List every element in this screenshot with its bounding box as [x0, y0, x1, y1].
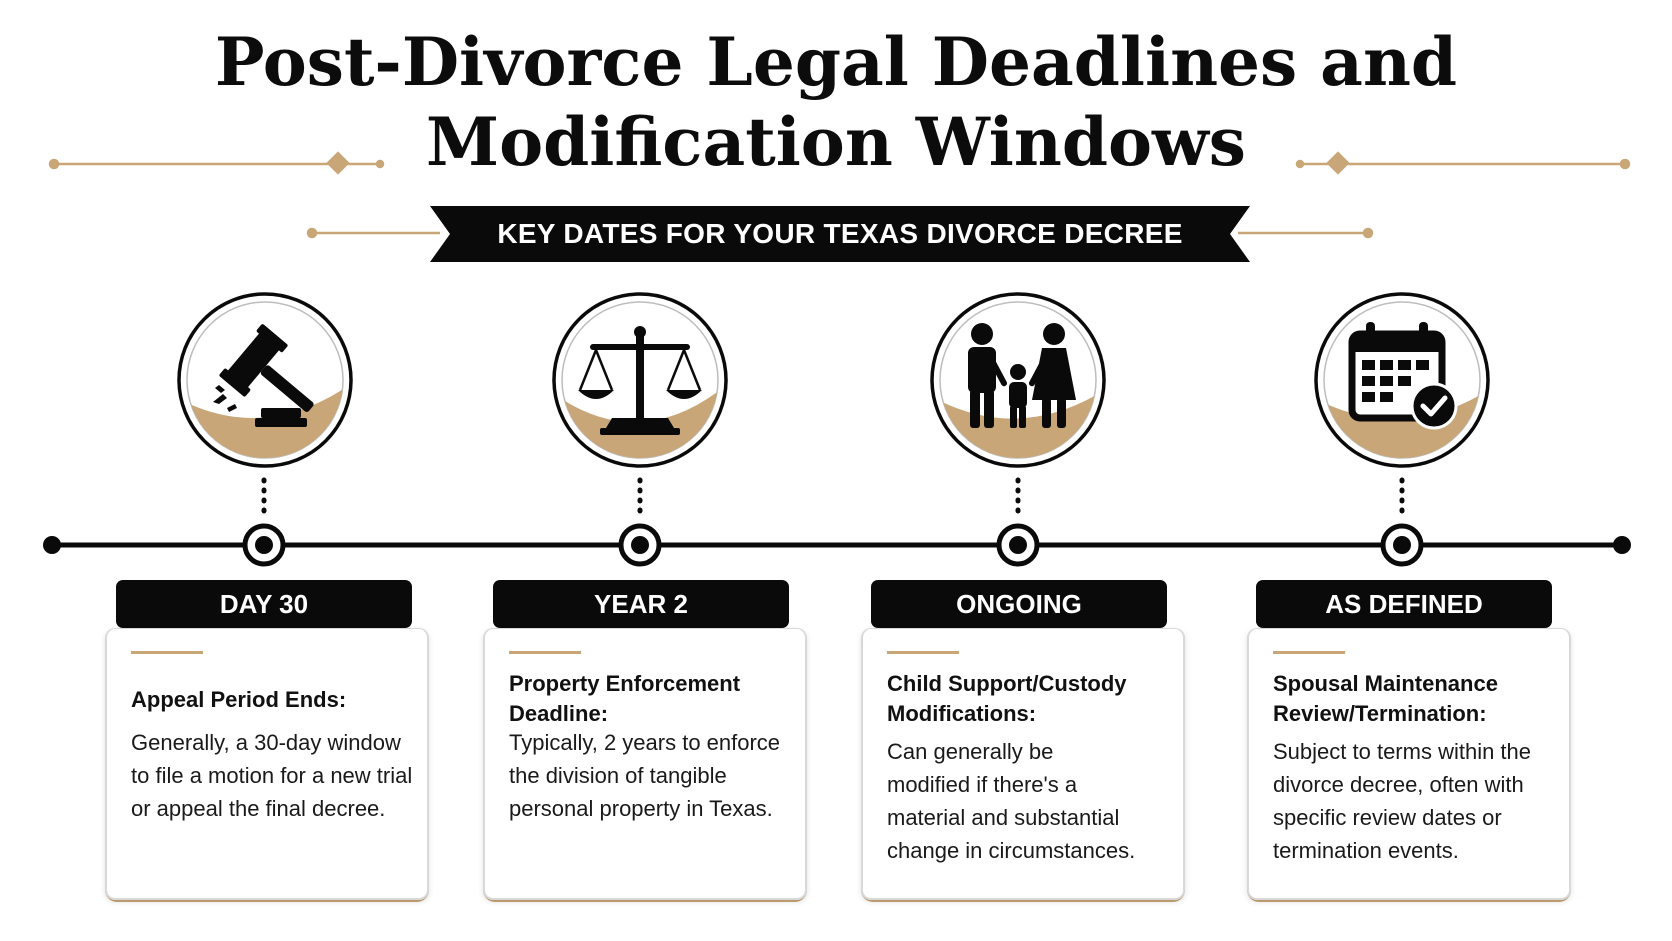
- card-body: Typically, 2 years to enforce the divisi…: [509, 730, 781, 821]
- card-body: Subject to terms within the divorce decr…: [1273, 739, 1532, 863]
- card-heading: Spousal Maintenance Review/Termination:: [1273, 671, 1498, 726]
- milestone-label-day-30: DAY 30: [116, 580, 412, 628]
- gavel-icon: [175, 290, 355, 470]
- banner-text: KEY DATES FOR YOUR TEXAS DIVORCE DECREE: [497, 218, 1183, 249]
- milestone-card-4: Spousal Maintenance Review/Termination: …: [1247, 628, 1571, 900]
- subtitle-banner: KEY DATES FOR YOUR TEXAS DIVORCE DECREE: [430, 206, 1250, 262]
- milestone-card-3: Child Support/Custody Modifications: Can…: [861, 628, 1185, 900]
- calendar-check-icon: [1312, 290, 1492, 470]
- title-line-2: Modification Windows: [426, 103, 1246, 181]
- card-heading: Child Support/Custody Modifications:: [887, 671, 1127, 726]
- timeline-start-dot: [43, 536, 61, 554]
- card-body: Generally, a 30-day window to file a mot…: [131, 730, 413, 821]
- milestone-card-2: Property Enforcement Deadline: Typically…: [483, 628, 807, 900]
- timeline-end-dot: [1613, 536, 1631, 554]
- page-title: Post-Divorce Legal Deadlines and Modific…: [0, 22, 1672, 182]
- card-body: Can generally be modified if there's a m…: [887, 739, 1136, 863]
- milestone-label-as-defined: AS DEFINED: [1256, 580, 1552, 628]
- card-accent-line: [1273, 651, 1345, 654]
- card-accent-line: [131, 651, 203, 654]
- scales-icon: [550, 290, 730, 470]
- milestone-card-1: Appeal Period Ends: Generally, a 30-day …: [105, 628, 429, 900]
- title-line-1: Post-Divorce Legal Deadlines and: [214, 23, 1458, 101]
- card-accent-line: [509, 651, 581, 654]
- card-heading: Property Enforcement Deadline:: [509, 671, 741, 726]
- card-heading: Appeal Period Ends:: [131, 687, 347, 712]
- milestone-label-year-2: YEAR 2: [493, 580, 789, 628]
- milestone-label-ongoing: ONGOING: [871, 580, 1167, 628]
- banner-ribbon-shape: [430, 206, 1250, 262]
- card-accent-line: [887, 651, 959, 654]
- family-icon: [928, 290, 1108, 470]
